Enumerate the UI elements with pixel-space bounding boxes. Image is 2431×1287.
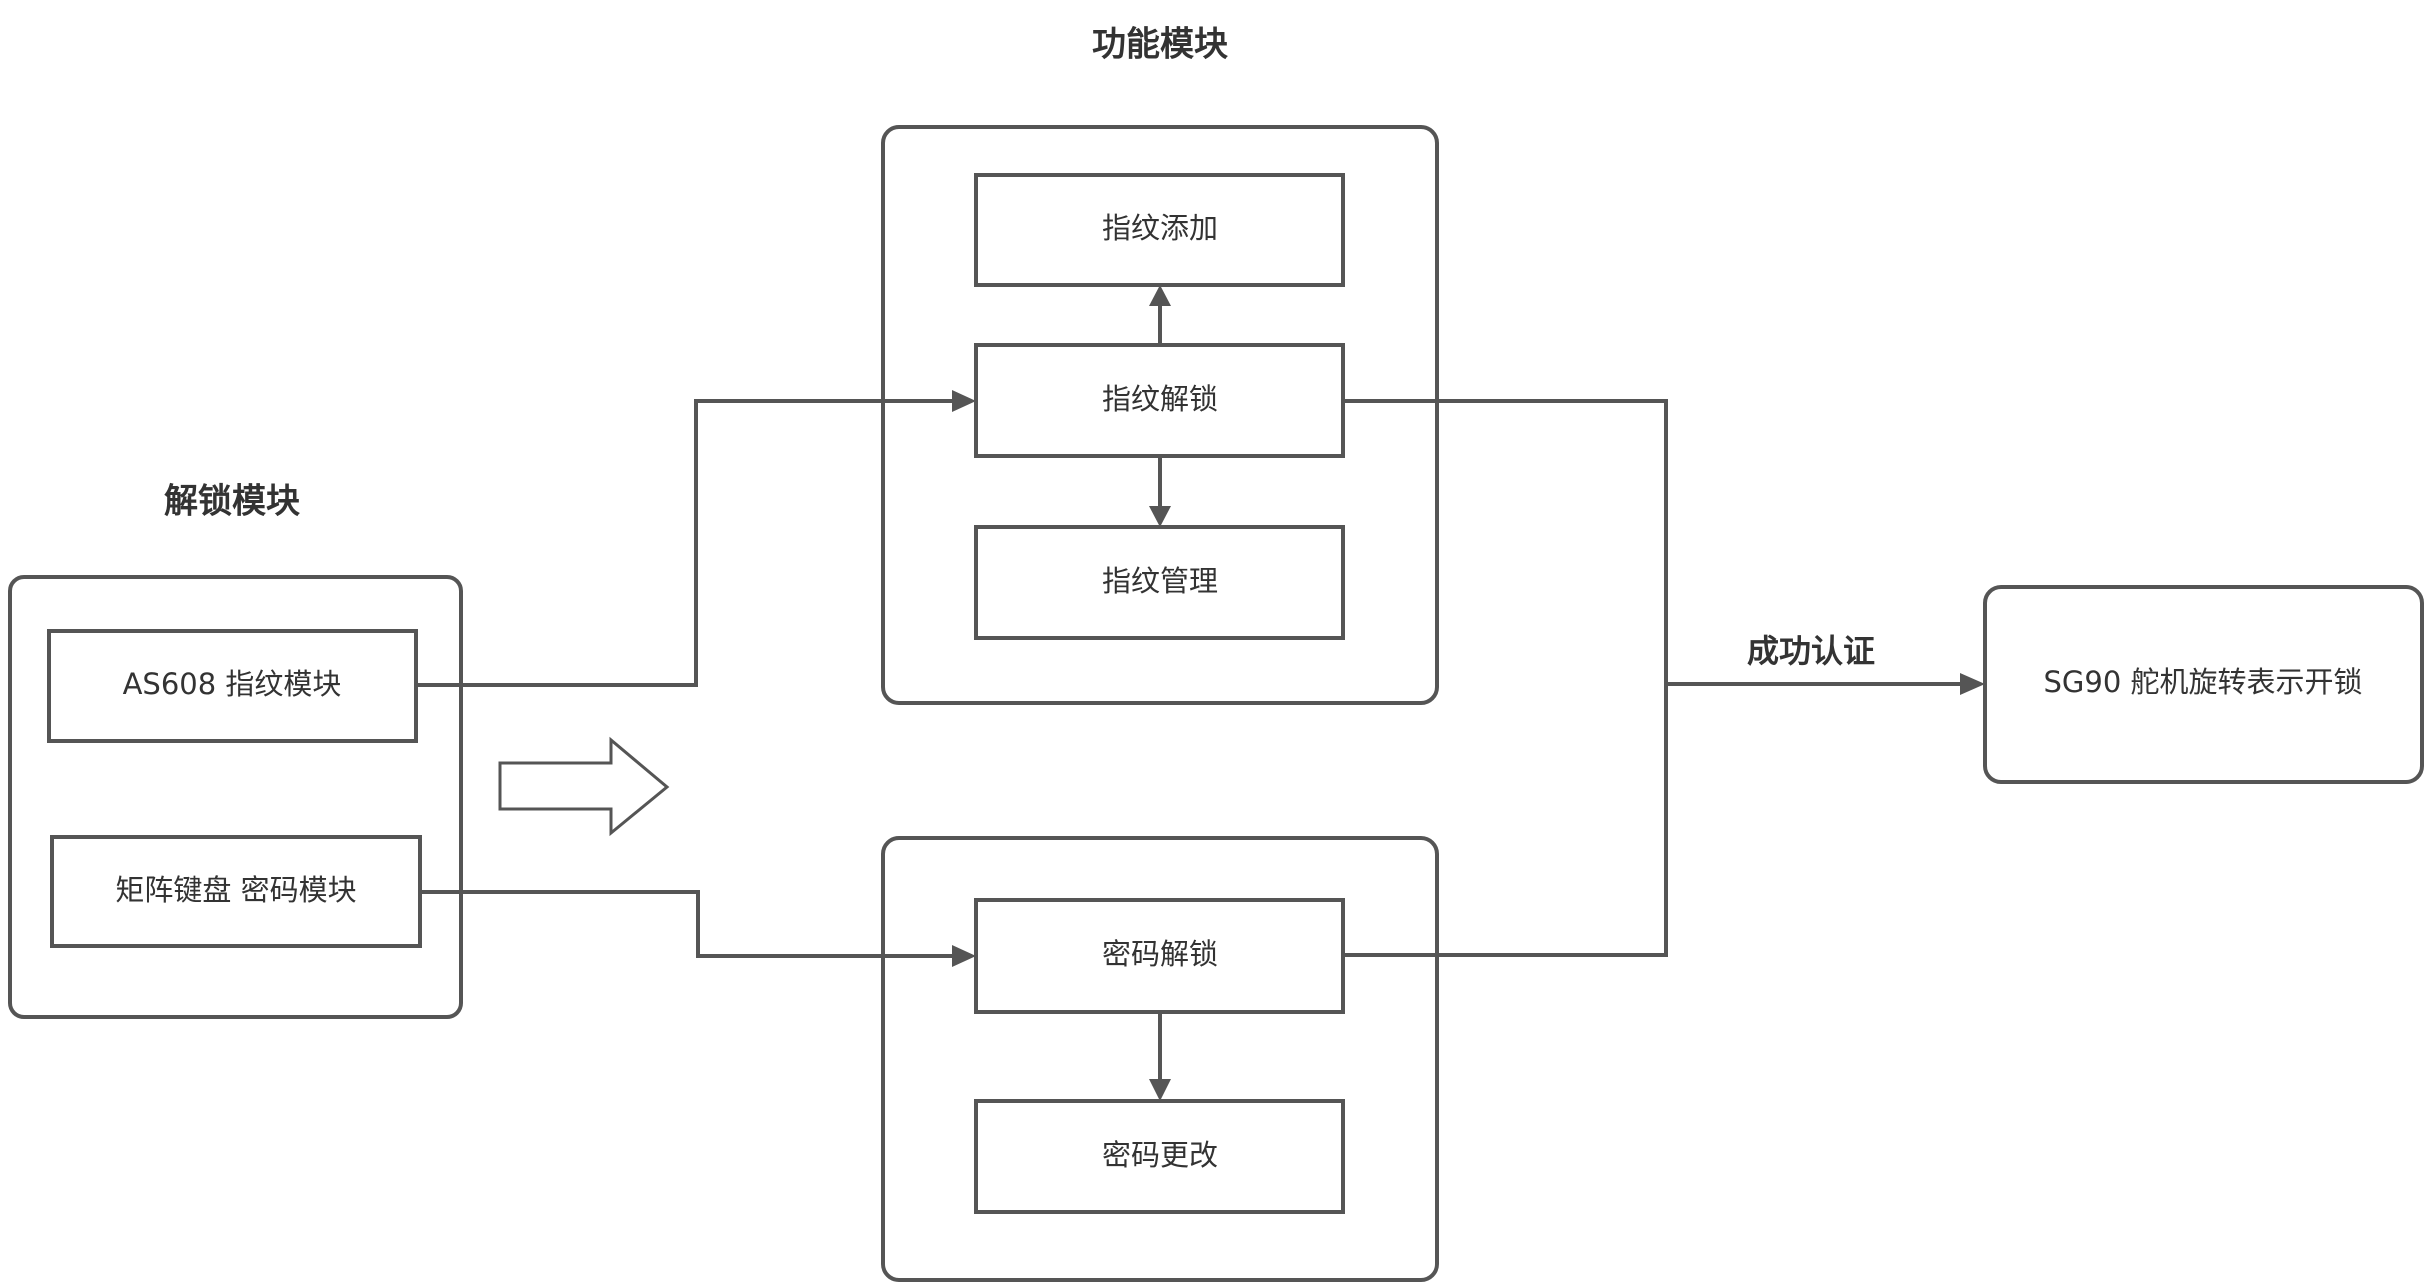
arrowhead-password-change <box>1149 1079 1171 1101</box>
fingerprint-manage-box <box>974 525 1345 640</box>
password-unlock-label: 密码解锁 <box>1102 937 1218 971</box>
servo-output-box <box>1983 585 2424 784</box>
keypad-module-label: 矩阵键盘 密码模块 <box>115 873 356 907</box>
keypad-module-box <box>50 835 422 948</box>
edge-fingerprint-module-to-unlock <box>416 399 952 687</box>
function-module-title: 功能模块 <box>1092 25 1228 65</box>
hollow-arrow-icon <box>498 736 670 837</box>
fingerprint-add-label: 指纹添加 <box>1102 211 1218 245</box>
arrowhead-fingerprint-manage <box>1149 506 1171 527</box>
arrowhead-password-unlock <box>952 945 976 967</box>
edge-keypad-module-to-password-unlock <box>420 890 952 958</box>
arrowhead-output <box>1960 673 1985 695</box>
servo-output-label: SG90 舵机旋转表示开锁 <box>2043 665 2362 699</box>
arrowhead-fingerprint-add <box>1149 285 1171 306</box>
success-auth-label: 成功认证 <box>1747 632 1875 670</box>
fingerprint-manage-label: 指纹管理 <box>1102 564 1218 598</box>
fingerprint-unlock-label: 指纹解锁 <box>1102 382 1218 416</box>
fingerprint-unlock-box <box>974 343 1345 458</box>
fingerprint-module-label: AS608 指纹模块 <box>123 667 342 701</box>
unlock-module-title: 解锁模块 <box>164 482 300 522</box>
password-change-box <box>974 1099 1345 1214</box>
password-change-label: 密码更改 <box>1102 1138 1218 1172</box>
fingerprint-add-box <box>974 173 1345 287</box>
password-unlock-box <box>974 898 1345 1014</box>
arrowhead-fingerprint-unlock <box>952 390 976 412</box>
edge-fingerprint-unlock-to-merge <box>1343 399 1668 957</box>
fingerprint-module-box <box>47 629 418 743</box>
